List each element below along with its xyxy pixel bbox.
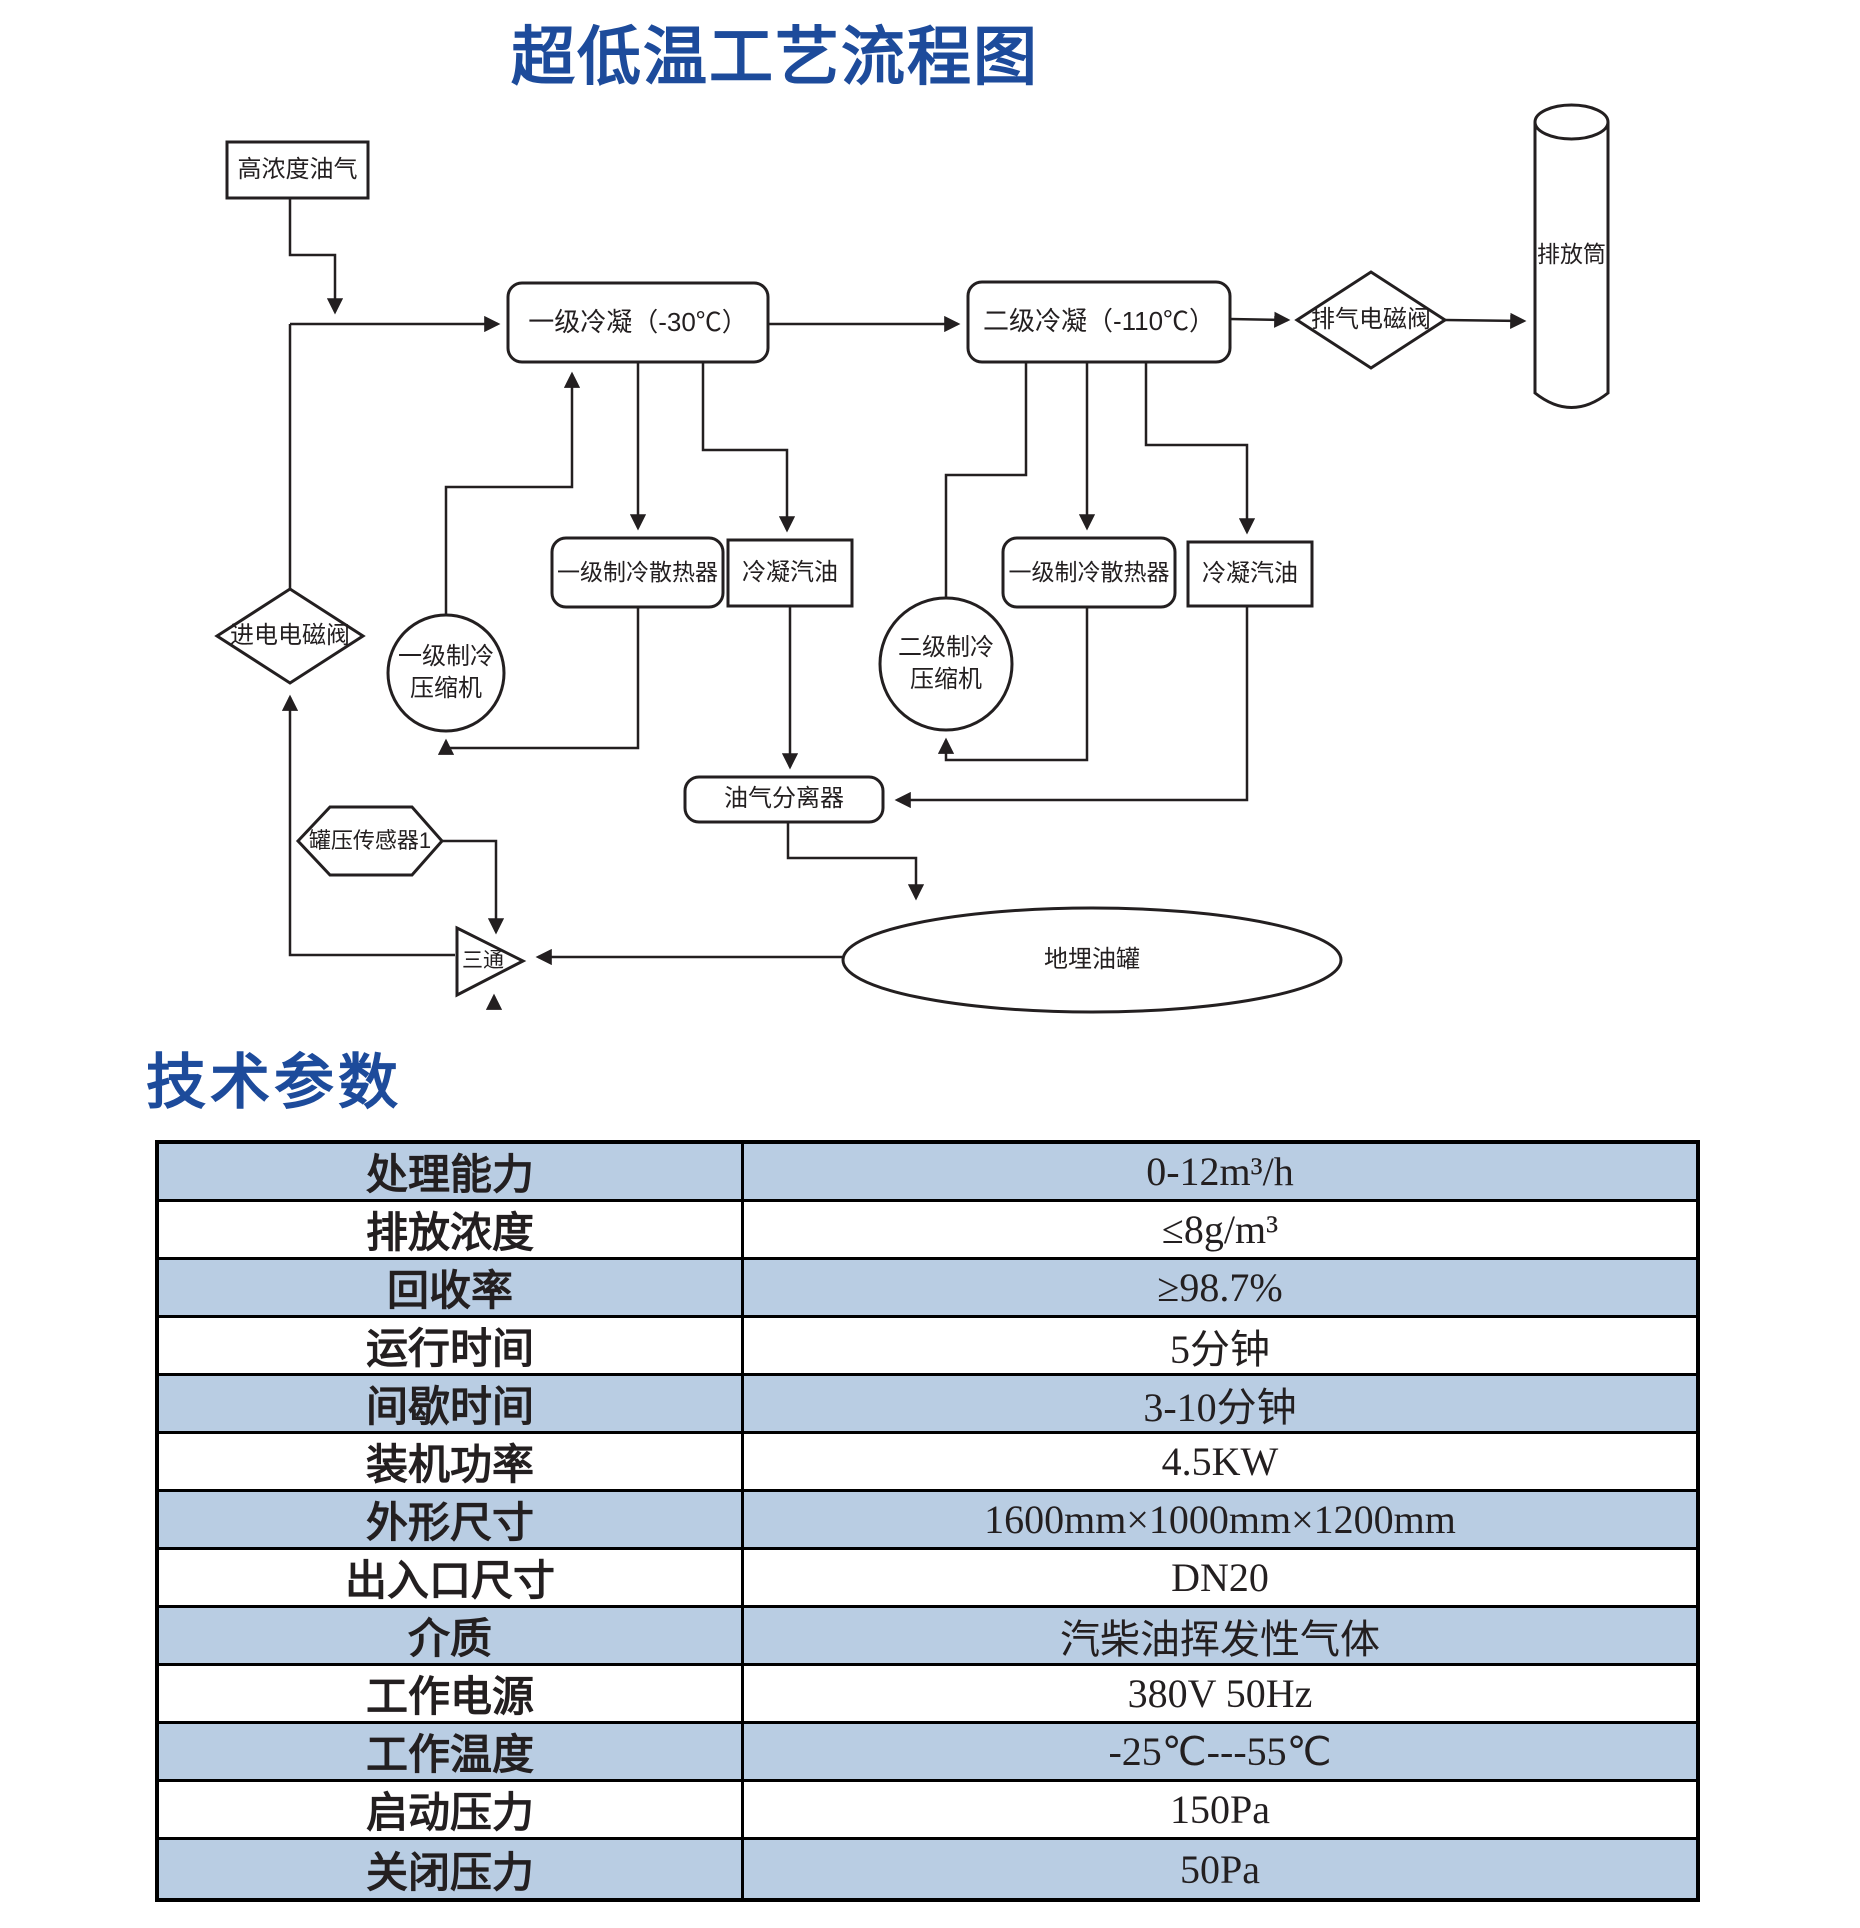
buried-tank-label: 地埋油罐	[1044, 945, 1140, 973]
param-label: 排放浓度	[159, 1202, 744, 1257]
compressor2-label-line1: 二级制冷	[898, 633, 994, 661]
param-value: DN20	[1171, 1555, 1269, 1600]
conn-condenser2-gasoline2	[1144, 362, 1256, 535]
radiator1-label: 一级制冷散热器	[557, 558, 718, 585]
param-value: 3-10分钟	[1143, 1384, 1297, 1430]
conn-gasoline2-separator	[894, 606, 1249, 809]
compressor1-label-line1: 一级制冷	[398, 642, 494, 670]
compressor2-label-line2: 压缩机	[910, 666, 982, 693]
table-row: 排放浓度 ≤8g/m³	[159, 1202, 1696, 1260]
condenser2-box	[966, 280, 1232, 364]
compressor1-label-line2: 压缩机	[410, 675, 482, 702]
param-label: 外形尺寸	[159, 1492, 744, 1547]
gasoline2-label: 冷凝汽油	[1202, 559, 1298, 587]
param-value: 150Pa	[1170, 1787, 1270, 1832]
stack-cylinder-top	[1533, 103, 1610, 141]
conn-condenser1-gasoline1	[701, 362, 796, 533]
param-value: 汽柴油挥发性气体	[1060, 1616, 1380, 1662]
page-title: 超低温工艺流程图	[511, 21, 1039, 93]
conn-exhaust-valve-stack	[1444, 312, 1527, 329]
radiator2-label: 一级制冷散热器	[1008, 558, 1170, 585]
conn-compressor2-condenser2	[944, 362, 1028, 597]
param-value: 380V 50Hz	[1127, 1671, 1313, 1716]
inlet-valve-label: 进电电磁阀	[230, 621, 350, 649]
param-label: 工作电源	[159, 1666, 744, 1721]
param-label: 回收率	[159, 1260, 744, 1315]
separator-box	[683, 775, 885, 824]
table-row: 处理能力 0-12m³/h	[159, 1144, 1696, 1202]
param-value: -25℃---55℃	[1108, 1729, 1332, 1774]
conn-compressor1-condenser1	[444, 371, 581, 615]
table-row: 间歇时间 3-10分钟	[159, 1376, 1696, 1434]
conn-radiator2-compressor2	[937, 607, 1089, 762]
param-label: 运行时间	[159, 1318, 744, 1373]
param-value: ≥98.7%	[1157, 1265, 1283, 1310]
param-value: 0-12m³/h	[1146, 1149, 1294, 1194]
section-title: 技术参数	[146, 1049, 402, 1116]
param-label: 关闭压力	[159, 1840, 744, 1898]
param-label: 介质	[159, 1608, 744, 1663]
table-row: 工作温度 -25℃---55℃	[159, 1724, 1696, 1782]
param-label: 工作温度	[159, 1724, 744, 1779]
source-box	[225, 140, 370, 200]
conn-tee-inlet-valve	[281, 694, 455, 957]
param-label: 间歇时间	[159, 1376, 744, 1431]
param-value: 50Pa	[1180, 1846, 1260, 1892]
table-row: 关闭压力 50Pa	[159, 1840, 1696, 1898]
table-row: 回收率 ≥98.7%	[159, 1260, 1696, 1318]
conn-radiator1-compressor1	[437, 607, 640, 755]
tee-label: 三通	[462, 948, 504, 972]
conn-condenser2-exhaust-valve	[1229, 311, 1291, 328]
table-row: 介质 汽柴油挥发性气体	[159, 1608, 1696, 1666]
tee-triangle	[455, 925, 527, 998]
table-row: 启动压力 150Pa	[159, 1782, 1696, 1840]
buried-tank-ellipse	[841, 906, 1343, 1014]
separator-label: 油气分离器	[724, 785, 844, 813]
table-row: 运行时间 5分钟	[159, 1318, 1696, 1376]
param-value: 5分钟	[1170, 1326, 1270, 1372]
exhaust-valve-label: 排气电磁阀	[1311, 305, 1431, 333]
compressor1-label: 一级制冷 压缩机	[386, 613, 506, 733]
compressor2-circle	[878, 596, 1014, 732]
param-label: 启动压力	[159, 1782, 744, 1837]
condenser1-label: 一级冷凝（-30℃）	[528, 306, 748, 337]
condenser2-label: 二级冷凝（-110℃）	[982, 306, 1216, 337]
table-row: 外形尺寸 1600mm×1000mm×1200mm	[159, 1492, 1696, 1550]
param-label: 处理能力	[159, 1144, 744, 1199]
conn-separator-tank	[786, 822, 925, 901]
conn-sensor-tee	[442, 839, 505, 935]
stack-cylinder-body	[1533, 122, 1610, 409]
stack-label: 排放筒	[1537, 241, 1606, 268]
param-value: 1600mm×1000mm×1200mm	[984, 1497, 1456, 1542]
gasoline2-box	[1186, 540, 1314, 608]
compressor2-label: 二级制冷 压缩机	[886, 604, 1006, 724]
table-row: 工作电源 380V 50Hz	[159, 1666, 1696, 1724]
radiator2-box	[1001, 536, 1177, 609]
tank-sensor-label: 罐压传感器1	[308, 828, 432, 854]
gasoline1-label: 冷凝汽油	[742, 558, 838, 586]
param-value: 4.5KW	[1161, 1439, 1279, 1484]
inlet-valve-diamond	[214, 587, 366, 685]
conn-source-down	[288, 198, 344, 315]
table-row: 出入口尺寸 DN20	[159, 1550, 1696, 1608]
flow-diagram	[214, 103, 1610, 1014]
param-label: 装机功率	[159, 1434, 744, 1489]
source-label: 高浓度油气	[237, 155, 358, 183]
param-label: 出入口尺寸	[159, 1550, 744, 1605]
parameters-table: 处理能力 0-12m³/h 排放浓度 ≤8g/m³ 回收率 ≥98.7% 运行时…	[155, 1140, 1700, 1902]
param-value: ≤8g/m³	[1161, 1207, 1279, 1252]
table-row: 装机功率 4.5KW	[159, 1434, 1696, 1492]
